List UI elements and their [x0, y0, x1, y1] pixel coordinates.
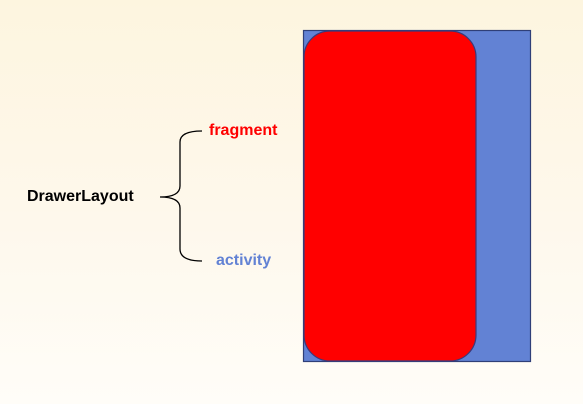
fragment-drawer [303, 30, 477, 362]
activity-label: activity [216, 252, 272, 269]
drawerlayout-label: DrawerLayout [27, 188, 134, 205]
curly-brace [159, 130, 203, 262]
fragment-label: fragment [209, 122, 278, 139]
